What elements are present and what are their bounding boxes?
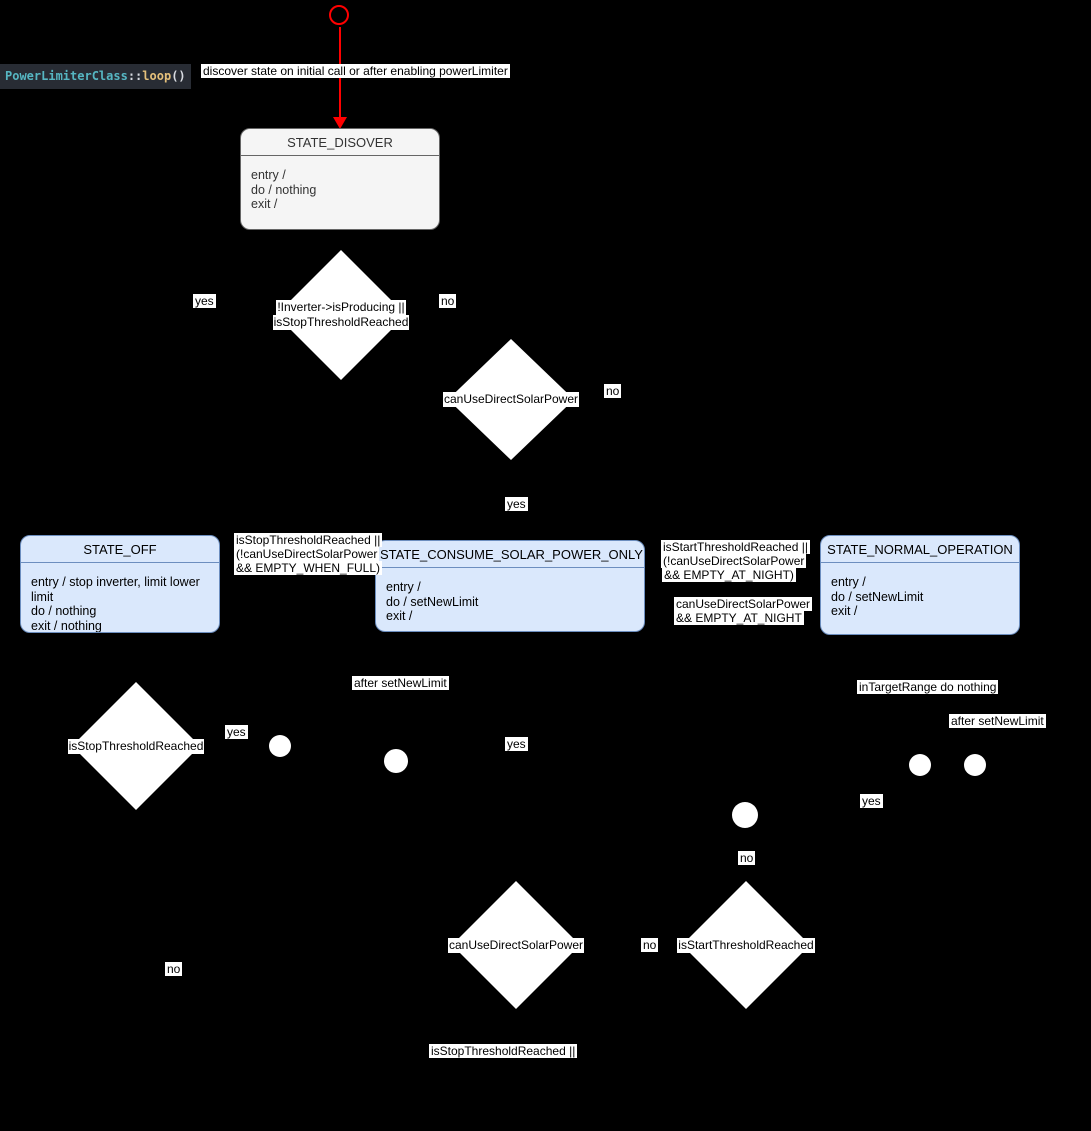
junction-node[interactable] <box>909 754 931 776</box>
state-exit-line: exit / <box>831 604 858 618</box>
state-do-line: do / setNewLimit <box>386 594 479 609</box>
guard-label-to-state-consume: canUseDirectSolarPower && EMPTY_AT_NIGHT <box>674 597 813 625</box>
decision-start-threshold-reached[interactable]: isStartThresholdReached <box>677 881 815 1009</box>
junction-node[interactable] <box>732 802 758 828</box>
parentheses-text: () <box>171 69 186 83</box>
method-name-text: loop <box>142 69 172 83</box>
class-name-text: PowerLimiterClass <box>5 69 128 83</box>
state-exit-line: exit / <box>386 609 413 623</box>
edge-label-after-set-new-limit: after setNewLimit <box>949 714 1046 728</box>
decision-can-use-direct-solar-upper[interactable]: canUseDirectSolarPower <box>442 339 580 460</box>
state-box-consume-solar-power-only[interactable]: STATE_CONSUME_SOLAR_POWER_ONLY entry / d… <box>375 540 645 632</box>
state-entry-line: entry / <box>831 575 866 589</box>
junction-node[interactable] <box>269 735 291 757</box>
state-title: STATE_NORMAL_OPERATION <box>821 536 1019 563</box>
state-box-discover[interactable]: STATE_DISOVER entry / do / nothing exit … <box>240 128 440 230</box>
edge-label-yes: yes <box>193 294 216 308</box>
state-entry-line: entry / stop inverter, limit lower limit <box>31 575 200 604</box>
decision-can-use-direct-solar-lower[interactable]: canUseDirectSolarPower <box>447 881 585 1009</box>
edge-label-stop-threshold-partial: isStopThresholdReached || <box>429 1044 578 1058</box>
guard-label-to-state-off: isStopThresholdReached || (!canUseDirect… <box>234 533 383 575</box>
decision-label: isStartThresholdReached <box>677 937 815 953</box>
state-box-off[interactable]: STATE_OFF entry / stop inverter, limit l… <box>20 535 220 633</box>
state-title: STATE_OFF <box>21 536 219 563</box>
state-do-line: do / nothing <box>251 182 317 197</box>
guard-label-to-state-normal: isStartThresholdReached || (!canUseDirec… <box>661 540 810 582</box>
state-entry-line: entry / <box>386 580 421 594</box>
edge-label-discover: discover state on initial call or after … <box>201 64 510 78</box>
initial-state-node[interactable] <box>329 5 349 25</box>
decision-label: isStopThresholdReached <box>67 738 205 754</box>
edge-label-yes: yes <box>505 737 528 751</box>
initial-transition-arrowhead <box>333 117 347 129</box>
edge-label-no: no <box>604 384 622 398</box>
edge-label-no: no <box>165 962 183 976</box>
edge-label-no: no <box>439 294 457 308</box>
edge-label-yes: yes <box>505 497 528 511</box>
junction-node[interactable] <box>384 749 408 773</box>
edge-label-yes: yes <box>860 794 883 808</box>
decision-label: canUseDirectSolarPower <box>447 937 585 953</box>
decision-label: canUseDirectSolarPower <box>442 392 580 407</box>
state-box-normal-operation[interactable]: STATE_NORMAL_OPERATION entry / do / setN… <box>820 535 1020 635</box>
edge-label-after-set-new-limit: after setNewLimit <box>352 676 449 690</box>
state-title: STATE_CONSUME_SOLAR_POWER_ONLY <box>376 541 644 568</box>
edge-label-in-target-range: inTargetRange do nothing <box>857 680 999 694</box>
decision-label: !Inverter->isProducing || isStopThreshol… <box>272 300 410 330</box>
scope-operator-text: :: <box>127 69 143 83</box>
state-do-line: do / setNewLimit <box>831 589 924 604</box>
junction-node[interactable] <box>964 754 986 776</box>
edge-label-no: no <box>738 851 756 865</box>
edge-label-yes: yes <box>225 725 248 739</box>
state-exit-line: exit / <box>251 197 278 211</box>
state-entry-line: entry / <box>251 168 286 182</box>
state-title: STATE_DISOVER <box>241 129 439 156</box>
diagram-title: PowerLimiterClass::loop() <box>0 64 191 89</box>
edge-label-no: no <box>641 938 659 952</box>
decision-stop-threshold-reached[interactable]: isStopThresholdReached <box>67 682 205 810</box>
state-exit-line: exit / nothing <box>31 618 102 633</box>
decision-inverter-producing[interactable]: !Inverter->isProducing || isStopThreshol… <box>272 250 410 380</box>
state-do-line: do / nothing <box>31 604 97 618</box>
